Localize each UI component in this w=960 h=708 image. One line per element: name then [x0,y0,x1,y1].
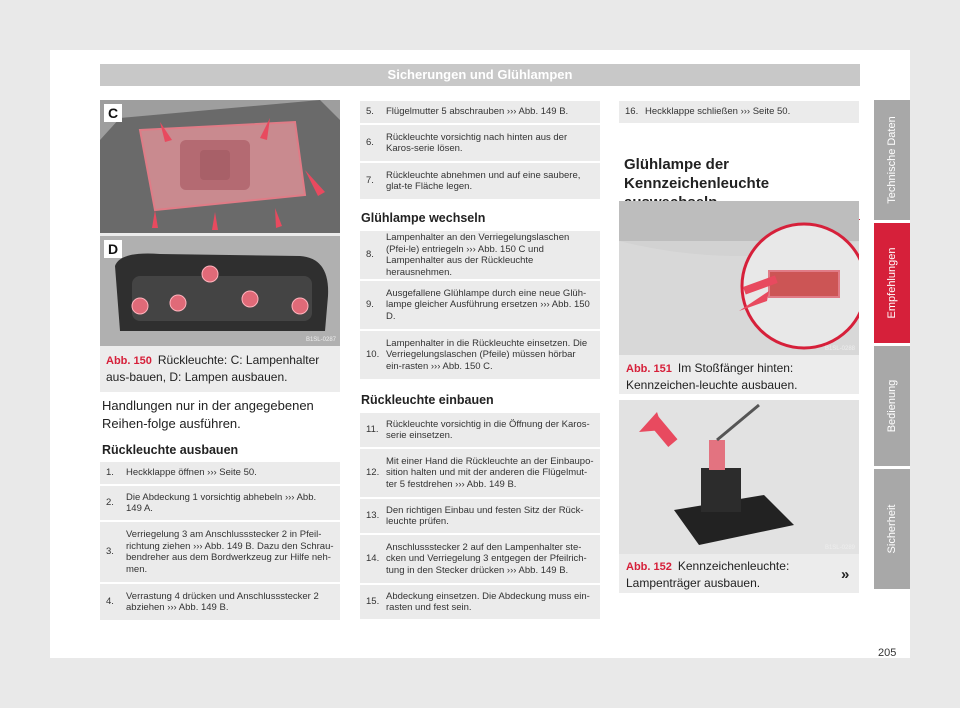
steps-bulb: 8. Lampenhalter an den Verriegelungslasc… [360,231,600,381]
tab-label: Bedienung [886,379,898,433]
step-row: 3. Verriegelung 3 am Anschlussstecker 2 … [100,522,340,584]
step-number: 15. [366,596,380,608]
step-number: 3. [106,546,114,558]
lamps-illustration: D [100,236,340,346]
step-number: 7. [366,175,374,187]
bumper-illustration [619,201,859,355]
step-number: 9. [366,299,374,311]
step-number: 8. [366,249,374,261]
step-row: 11. Rückleuchte vorsichtig in die Öffnun… [360,413,600,449]
lamp-holder-illustration: C [100,100,340,233]
step-text: Ausgefallene Glühlampe durch eine neue G… [386,287,590,322]
step-number: 11. [366,424,379,436]
step-text: Rückleuchte abnehmen und auf eine sauber… [386,169,581,193]
section-heading-install: Rückleuchte einbauen [361,393,494,407]
tab-sicherheit[interactable]: Sicherheit [874,469,910,589]
tab-bedienung[interactable]: Bedienung [874,346,910,466]
figure-code-152: B1SL-0289 [824,545,855,551]
step-row: 5. Flügelmutter 5 abschrauben ››› Abb. 1… [360,101,600,125]
lamp-carrier-illustration [619,400,859,554]
step-text: Die Abdeckung 1 vorsichtig abhebeln ››› … [126,491,317,515]
step-text: Rückleuchte vorsichtig nach hinten aus d… [386,131,568,155]
steps-remove: 1. Heckklappe öffnen ››› Seite 50. 2. Di… [100,462,340,622]
step-row: 16. Heckklappe schließen ››› Seite 50. [619,101,859,125]
step-text: Heckklappe schließen ››› Seite 50. [645,106,791,118]
caption-number: Abb. 150 [106,355,152,367]
tab-label: Technische Daten [886,116,898,204]
label-c: C [108,105,118,121]
step-text: Verriegelung 3 am Anschlussstecker 2 in … [126,529,334,575]
tab-label: Sicherheit [886,504,898,554]
step-text: Anschlussstecker 2 auf den Lampenhalter … [386,541,587,576]
step-text: Lampenhalter in die Rückleuchte einsetze… [386,337,588,372]
step-number: 14. [366,553,380,565]
continue-arrow-icon: » [841,566,850,583]
step-row: 2. Die Abdeckung 1 vorsichtig abhebeln ›… [100,486,340,522]
steps-install: 11. Rückleuchte vorsichtig in die Öffnun… [360,413,600,621]
step-number: 12. [366,467,380,479]
step-row: 13. Den richtigen Einbau und festen Sitz… [360,499,600,535]
section-heading-bulb: Glühlampe wechseln [361,211,486,225]
step-number: 2. [106,497,114,509]
step-number: 10. [366,349,380,361]
step-row: 9. Ausgefallene Glühlampe durch eine neu… [360,281,600,331]
step-number: 1. [106,467,114,479]
step-row: 4. Verrastung 4 drücken und Anschlussste… [100,584,340,622]
figure-code-151: B1SL-0288 [824,346,855,352]
section-heading-remove: Rückleuchte ausbauen [102,443,239,457]
photo-lamp-carrier: B1SL-0289 [619,400,859,554]
caption-text: Im Stoßfänger hinten: Kennzeichen-leucht… [626,361,798,392]
step-number: 4. [106,596,114,608]
step-text: Abdeckung einsetzen. Die Abdeckung muss … [386,590,590,614]
photo-lamp-holder: C [100,100,340,233]
step-number: 6. [366,137,374,149]
step-row: 8. Lampenhalter an den Verriegelungslasc… [360,231,600,281]
steps-mid-top: 5. Flügelmutter 5 abschrauben ››› Abb. 1… [360,101,600,201]
step-text: Lampenhalter an den Verriegelungslaschen… [386,232,570,278]
caption-text: Kennzeichenleuchte: Lampenträger ausbaue… [626,559,790,590]
step-text: Heckklappe öffnen ››› Seite 50. [126,467,257,479]
photo-lamps: D B1SL-0287 [100,236,340,346]
intro-text: Handlungen nur in der angegebenen Reihen… [102,398,314,431]
step-row: 7. Rückleuchte abnehmen und auf eine sau… [360,163,600,201]
step-text: Den richtigen Einbau und festen Sitz der… [386,504,584,528]
step-text: Rückleuchte vorsichtig in die Öffnung de… [386,418,590,442]
step-number: 5. [366,106,374,118]
photo-bumper: B1SL-0288 [619,201,859,355]
figure-code: B1SL-0287 [305,337,336,343]
step-row: 10. Lampenhalter in die Rückleuchte eins… [360,331,600,381]
tab-technische-daten[interactable]: Technische Daten [874,100,910,220]
steps-close: 16. Heckklappe schließen ››› Seite 50. [619,101,859,125]
step-row: 14. Anschlussstecker 2 auf den Lampenhal… [360,535,600,585]
step-text: Verrastung 4 drücken und Anschlussstecke… [126,590,319,614]
step-text: Flügelmutter 5 abschrauben ››› Abb. 149 … [386,106,569,118]
tab-empfehlungen[interactable]: Empfehlungen [874,223,910,343]
step-row: 1. Heckklappe öffnen ››› Seite 50. [100,462,340,486]
page-number: 205 [878,647,897,659]
step-number: 13. [366,510,380,522]
label-d: D [108,241,118,257]
caption-number: Abb. 151 [626,363,672,375]
caption-number: Abb. 152 [626,561,672,573]
page-header: Sicherungen und Glühlampen [100,64,860,86]
step-text: Mit einer Hand die Rückleuchte an der Ei… [386,455,594,490]
step-number: 16. [625,106,639,118]
tab-label: Empfehlungen [886,247,898,319]
step-row: 12. Mit einer Hand die Rückleuchte an de… [360,449,600,499]
step-row: 15. Abdeckung einsetzen. Die Abdeckung m… [360,585,600,621]
step-row: 6. Rückleuchte vorsichtig nach hinten au… [360,125,600,163]
caption-text: Rückleuchte: C: Lampenhalter aus-bauen, … [106,353,320,384]
